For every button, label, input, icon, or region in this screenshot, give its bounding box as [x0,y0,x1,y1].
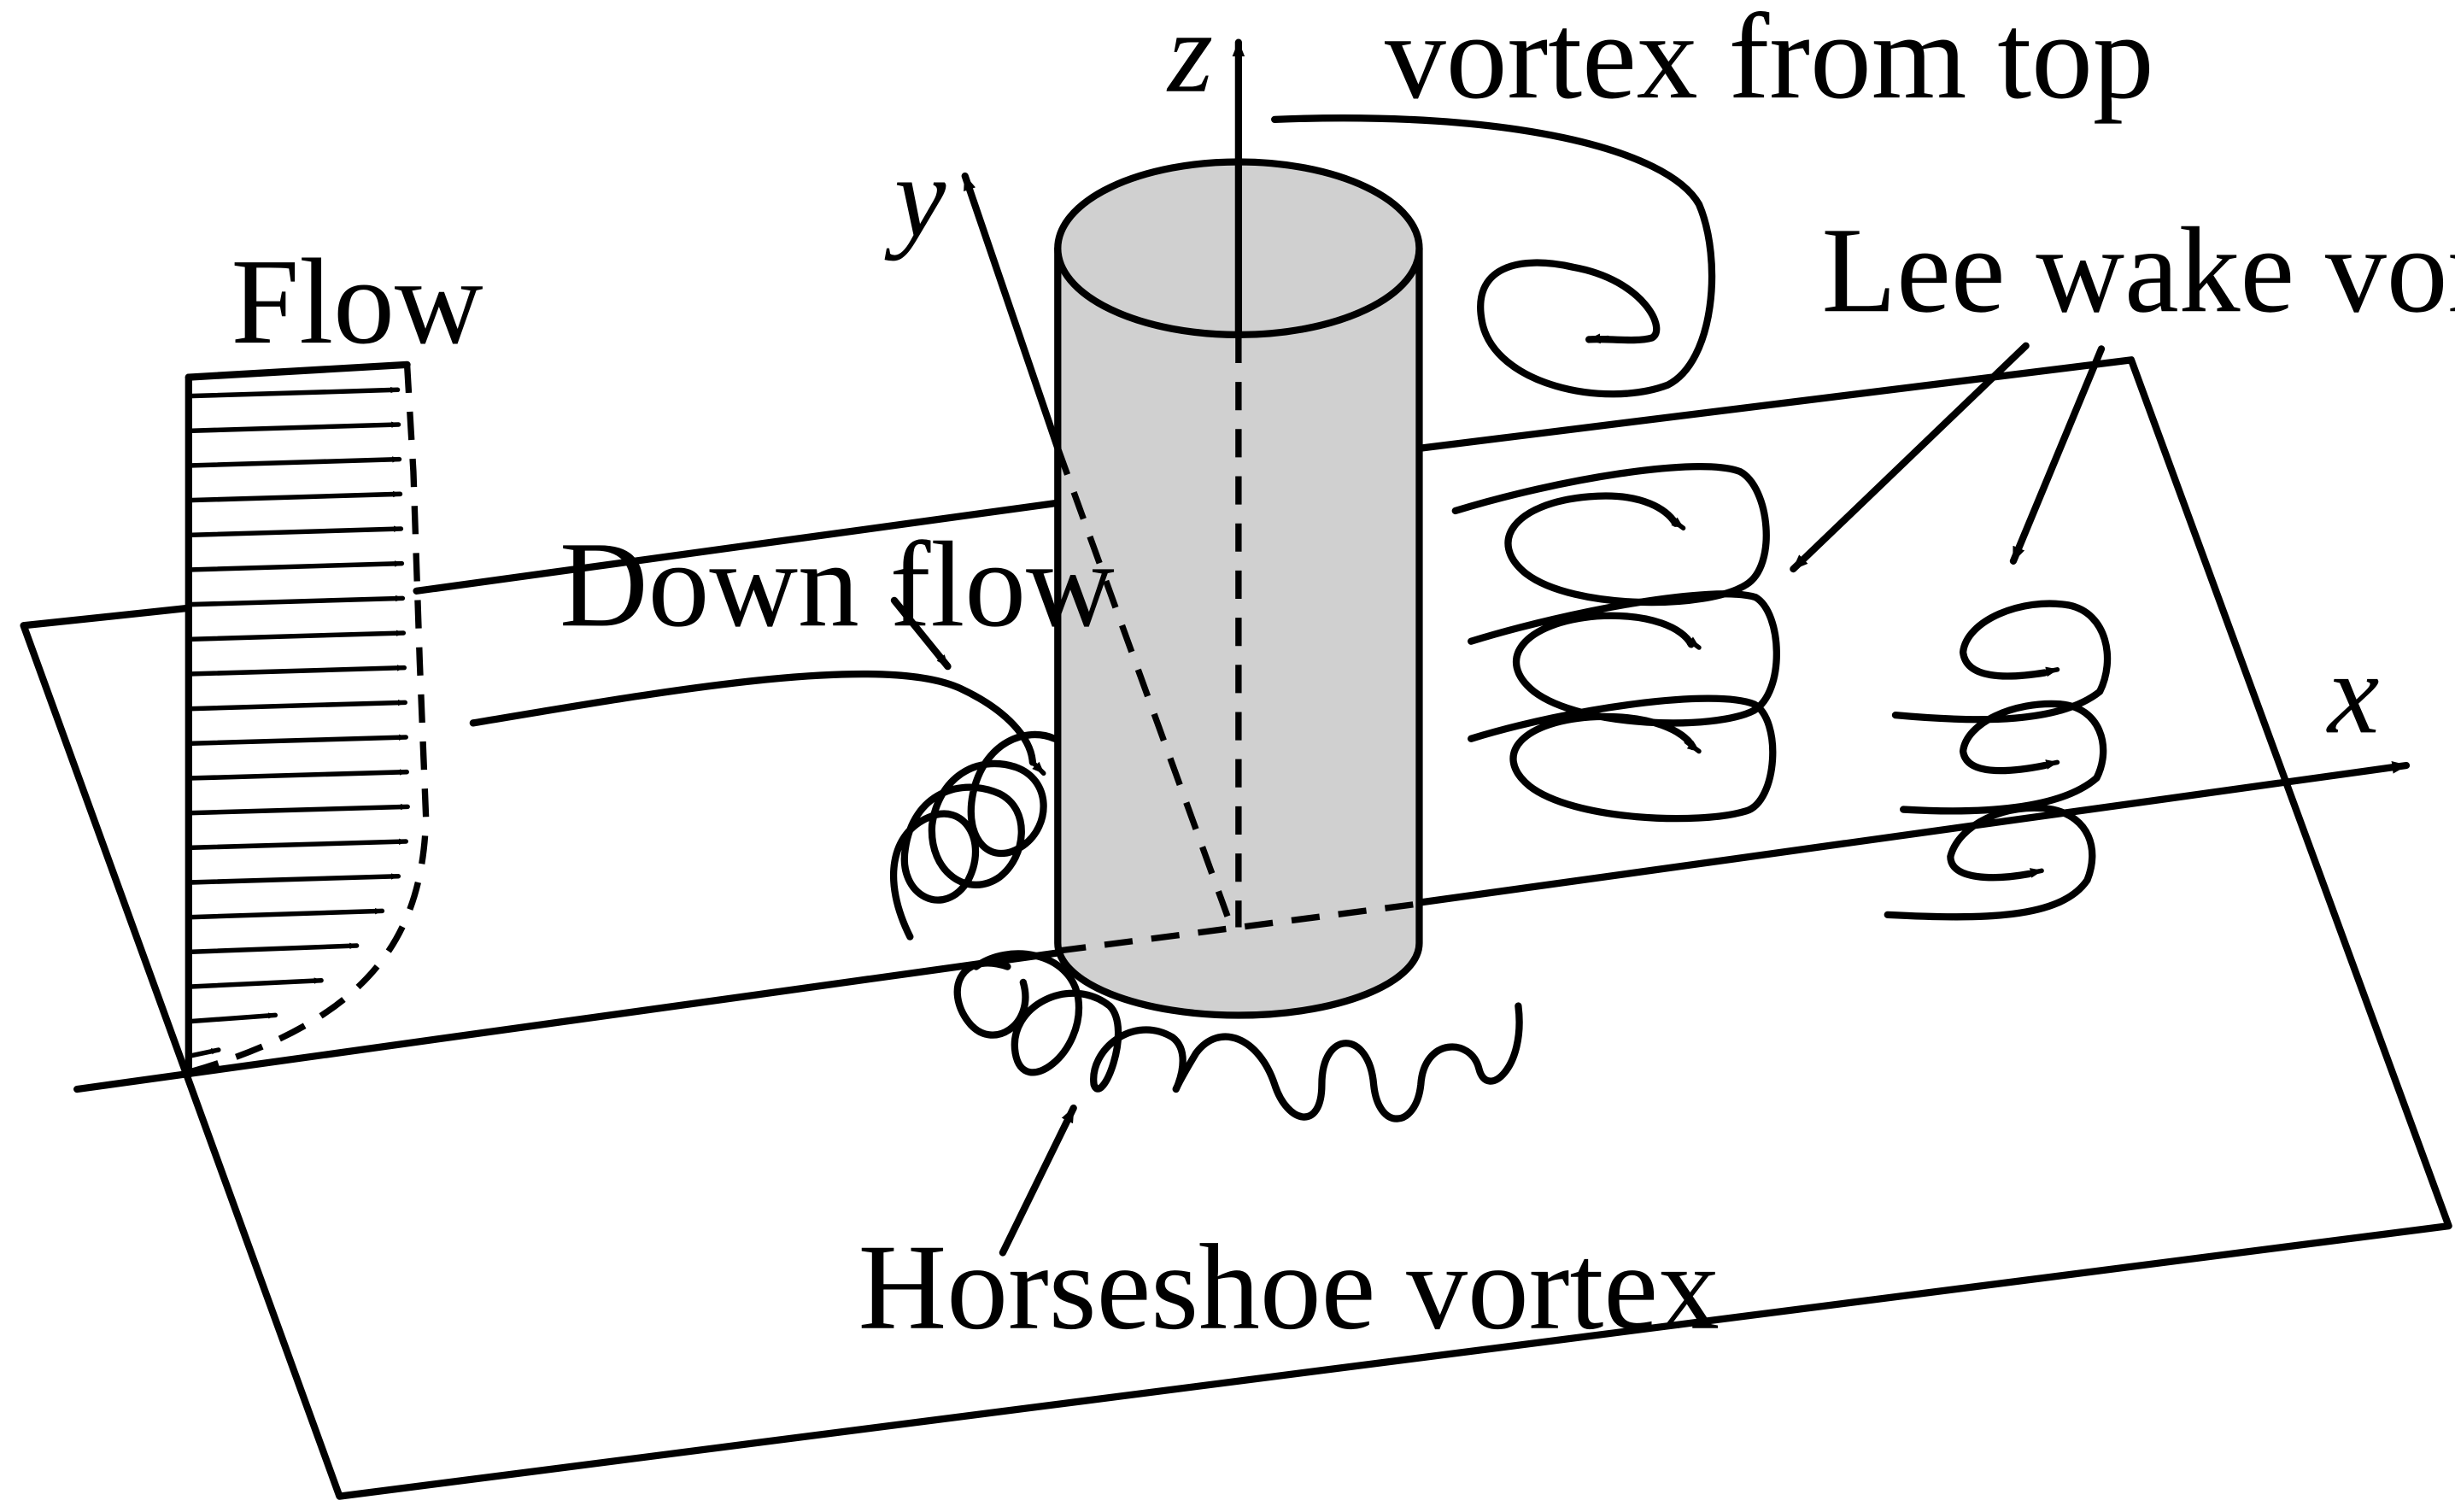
horseshoe-vortex [890,730,1058,941]
lee-wake-vortices-far [1884,600,2112,921]
flow-label: Flow [231,234,483,370]
lee-wake-vortices-near [1451,462,1780,823]
ground-plane [20,356,2452,1500]
horseshoe-label: Horseshoe vortex [858,1220,1720,1356]
profile-arrow [186,977,324,989]
profile-arrow [186,386,401,399]
profile-arrow [186,873,401,885]
profile-arrow [186,595,406,607]
profile-arrow [186,665,407,677]
profile-arrow [186,456,402,468]
down-flow-pointer [890,596,952,671]
down-flow-label: Down flow [560,517,1115,653]
profile-arrow [186,942,360,955]
profile-arrow [186,421,401,434]
lee-wake-pointer-near [1790,342,2030,573]
profile-arrow [186,525,404,538]
lee-wake-pointer-far [2009,345,2106,565]
vortex-top-label: vortex from top [1385,0,2154,125]
profile-arrow [186,769,409,781]
profile-arrow [186,699,407,712]
lee-wake-label: Lee wake vortices [1821,202,2455,338]
internal-axes [1054,334,1420,954]
profile-arrow [186,630,407,642]
profile-arrow [186,1012,278,1024]
down-flow-streamline [469,670,1036,766]
velocity-profile [185,360,430,1079]
horseshoe-pointer [999,1105,1077,1257]
profile-arrow [186,838,408,851]
profile-arrow [186,803,410,816]
x-axis-label: x [2326,630,2379,758]
profile-arrow [186,907,385,920]
profile-arrow [186,734,408,747]
z-axis-label: z [1166,0,1213,117]
profile-arrow [186,490,403,503]
y-axis [961,172,1062,452]
vortex-from-top [1271,114,1716,398]
profile-arrow [186,1047,221,1059]
profile-arrow [186,560,405,572]
horseshoe-vortex-front [972,950,1523,1122]
y-axis-label: y [884,133,946,261]
